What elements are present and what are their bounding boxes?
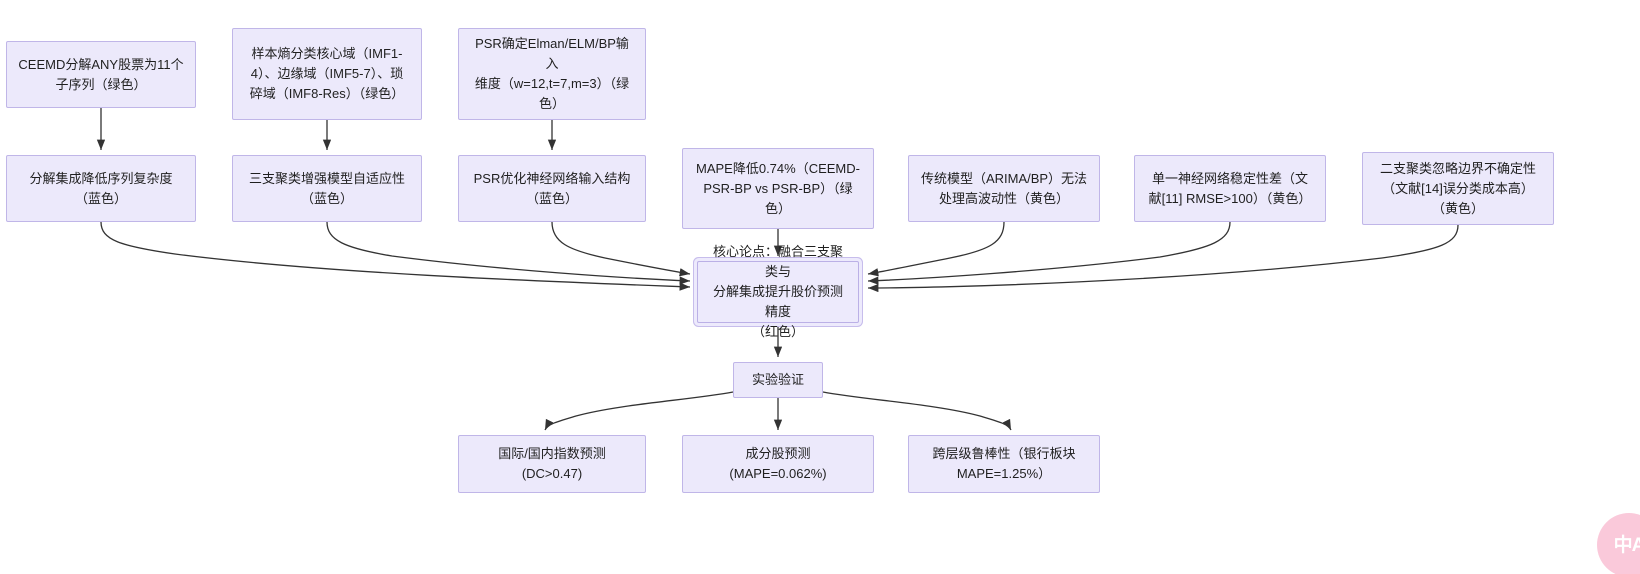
node-label: 跨层级鲁棒性（银行板块 MAPE=1.25%）	[932, 446, 1076, 481]
watermark-badge: 中A	[1597, 513, 1640, 574]
node-mid-decomposition-complexity[interactable]: 分解集成降低序列复杂度 （蓝色）	[6, 155, 196, 222]
edge-mid1-core	[100, 221, 691, 291]
node-label: 样本熵分类核心域（IMF1- 4）、边缘域（IMF5-7）、琐 碎域（IMF8-…	[249, 46, 405, 101]
node-evidence-two-way-clustering-limit[interactable]: 二支聚类忽略边界不确定性 （文献[14]误分类成本高） （黄色）	[1362, 152, 1554, 225]
node-label: 实验验证	[751, 372, 804, 387]
node-label: 单一神经网络稳定性差（文 献[11] RMSE>100）（黄色）	[1148, 170, 1312, 206]
node-label: PSR优化神经网络输入结构 （蓝色）	[473, 170, 631, 206]
node-label: PSR确定Elman/ELM/BP输入 维度（w=12,t=7,m=3）（绿 色…	[474, 36, 630, 111]
node-core-claim[interactable]: 核心论点：融合三支聚类与 分解集成提升股价预测精度 （红色）	[697, 244, 859, 339]
edge-evidence3-core	[867, 221, 1231, 285]
node-label: 二支聚类忽略边界不确定性 （文献[14]误分类成本高） （黄色）	[1379, 160, 1536, 216]
node-label: MAPE降低0.74%（CEEMD- PSR-BP vs PSR-BP）（绿 色…	[696, 160, 860, 216]
edge-mid2-core	[326, 221, 691, 285]
node-experiment-validation[interactable]: 实验验证	[733, 362, 823, 398]
node-premise-psr-dimension[interactable]: PSR确定Elman/ELM/BP输入 维度（w=12,t=7,m=3）（绿 色…	[458, 28, 646, 120]
node-label: 分解集成降低序列复杂度 （蓝色）	[29, 170, 173, 206]
node-label: 传统模型（ARIMA/BP）无法 处理高波动性（黄色）	[920, 170, 1088, 206]
node-label: 成分股预测 (MAPE=0.062%)	[729, 446, 827, 481]
node-evidence-mape-reduction[interactable]: MAPE降低0.74%（CEEMD- PSR-BP vs PSR-BP）（绿 色…	[682, 148, 874, 229]
watermark-label: 中A	[1613, 534, 1640, 556]
node-evidence-single-nn-instability[interactable]: 单一神经网络稳定性差（文 献[11] RMSE>100）（黄色）	[1134, 155, 1326, 222]
node-label: 国际/国内指数预测 (DC>0.47)	[498, 446, 606, 481]
node-premise-ceemd[interactable]: CEEMD分解ANY股票为11个 子序列（绿色）	[6, 41, 196, 108]
node-label: CEEMD分解ANY股票为11个 子序列（绿色）	[18, 56, 184, 92]
edge-mid3-core	[551, 221, 691, 277]
edge-evidence4-core	[867, 224, 1459, 293]
node-result-cross-level-robustness[interactable]: 跨层级鲁棒性（银行板块 MAPE=1.25%）	[908, 435, 1100, 493]
edge-experiment-result3	[822, 391, 1012, 431]
node-label: 三支聚类增强模型自适应性 （蓝色）	[248, 170, 405, 206]
node-result-constituent-stock-forecast[interactable]: 成分股预测 (MAPE=0.062%)	[682, 435, 874, 493]
edge-evidence2-core	[867, 221, 1005, 277]
node-result-index-forecast[interactable]: 国际/国内指数预测 (DC>0.47)	[458, 435, 646, 493]
node-evidence-traditional-model-limit[interactable]: 传统模型（ARIMA/BP）无法 处理高波动性（黄色）	[908, 155, 1100, 222]
edge-experiment-result1	[544, 391, 734, 431]
node-mid-three-way-clustering[interactable]: 三支聚类增强模型自适应性 （蓝色）	[232, 155, 422, 222]
node-premise-sample-entropy[interactable]: 样本熵分类核心域（IMF1- 4）、边缘域（IMF5-7）、琐 碎域（IMF8-…	[232, 28, 422, 120]
node-mid-psr-input-structure[interactable]: PSR优化神经网络输入结构 （蓝色）	[458, 155, 646, 222]
node-label: 核心论点：融合三支聚类与 分解集成提升股价预测精度 （红色）	[712, 244, 843, 339]
